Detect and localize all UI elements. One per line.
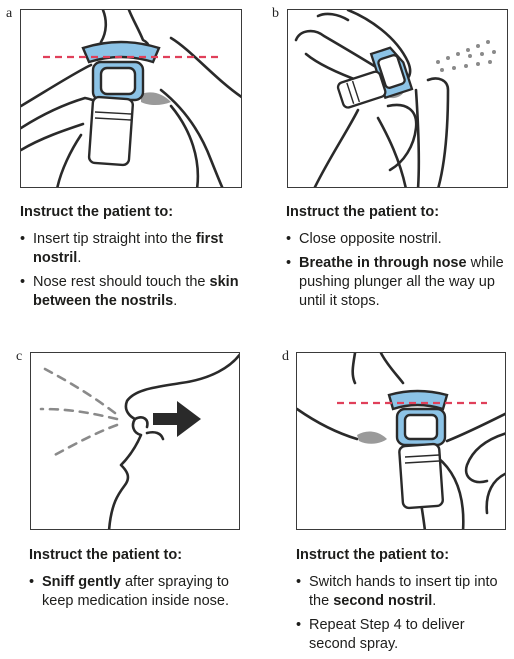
instruction-text: Insert tip straight into the xyxy=(33,231,196,247)
instruction-text: Switch hands to insert tip into the xyxy=(309,574,498,609)
inhale-arrow-icon xyxy=(153,401,201,437)
instructions-a: Instruct the patient to: Insert tip stra… xyxy=(20,203,255,316)
emphasis-text: Sniff gently xyxy=(42,574,121,590)
illustration-insert-second-nostril xyxy=(296,352,506,530)
illustration-breathe-push-plunger xyxy=(287,9,508,188)
instruction-text: . xyxy=(173,293,178,309)
instructions-c: Instruct the patient to: Sniff gently af… xyxy=(29,546,254,616)
instructions-title: Instruct the patient to: xyxy=(20,204,174,220)
instruction-text: . xyxy=(77,250,82,266)
instruction-text: . xyxy=(432,593,437,609)
spray-lines xyxy=(39,367,119,459)
illustration-insert-first-nostril xyxy=(20,9,242,188)
emphasis-text: second nostril xyxy=(333,593,433,609)
instruction-list: Insert tip straight into the first nostr… xyxy=(20,230,255,311)
instructions-d: Instruct the patient to: Switch hands to… xyxy=(296,546,510,659)
instruction-text: Nose rest should touch the xyxy=(33,274,210,290)
step-letter-c: c xyxy=(16,349,23,364)
insert-second-nostril-drawing xyxy=(297,353,505,529)
instruction-bullet: Switch hands to insert tip into the seco… xyxy=(296,573,510,611)
spray-dots xyxy=(436,40,496,72)
instruction-bullet: Breathe in through nose while pushing pl… xyxy=(286,254,510,311)
instruction-list: Sniff gently after spraying to keep medi… xyxy=(29,573,254,611)
instruction-text: Repeat Step 4 to deliver second spray. xyxy=(309,617,465,652)
step-letter-d: d xyxy=(282,349,289,364)
emphasis-text: first nostril xyxy=(33,231,224,266)
instructions-b: Instruct the patient to: Close opposite … xyxy=(286,203,510,316)
instruction-text: while pushing plunger all the way up unt… xyxy=(299,255,504,309)
instruction-list: Close opposite nostril. Breathe in throug… xyxy=(286,230,510,311)
instructions-title: Instruct the patient to: xyxy=(29,547,183,563)
instructions-title: Instruct the patient to: xyxy=(296,547,450,563)
step-letter-a: a xyxy=(6,6,13,21)
instruction-text: Close opposite nostril. xyxy=(299,231,442,247)
illustration-sniff-gently xyxy=(30,352,240,530)
instruction-text: after spraying to keep medication inside… xyxy=(42,574,230,609)
breathe-push-plunger-drawing xyxy=(294,10,496,187)
instruction-bullet: Repeat Step 4 to deliver second spray. xyxy=(296,616,510,654)
instructions-title: Instruct the patient to: xyxy=(286,204,440,220)
insert-first-nostril-drawing xyxy=(21,10,241,187)
instruction-list: Switch hands to insert tip into the seco… xyxy=(296,573,510,654)
emphasis-text: Breathe in through nose xyxy=(299,255,467,271)
emphasis-text: skin between the nostrils xyxy=(33,274,239,309)
instruction-bullet: Nose rest should touch the skin between … xyxy=(20,273,255,311)
instruction-bullet: Sniff gently after spraying to keep medi… xyxy=(29,573,254,611)
instruction-bullet: Close opposite nostril. xyxy=(286,230,510,249)
instruction-bullet: Insert tip straight into the first nostr… xyxy=(20,230,255,268)
step-letter-b: b xyxy=(272,6,279,21)
sniff-gently-drawing xyxy=(39,353,239,529)
